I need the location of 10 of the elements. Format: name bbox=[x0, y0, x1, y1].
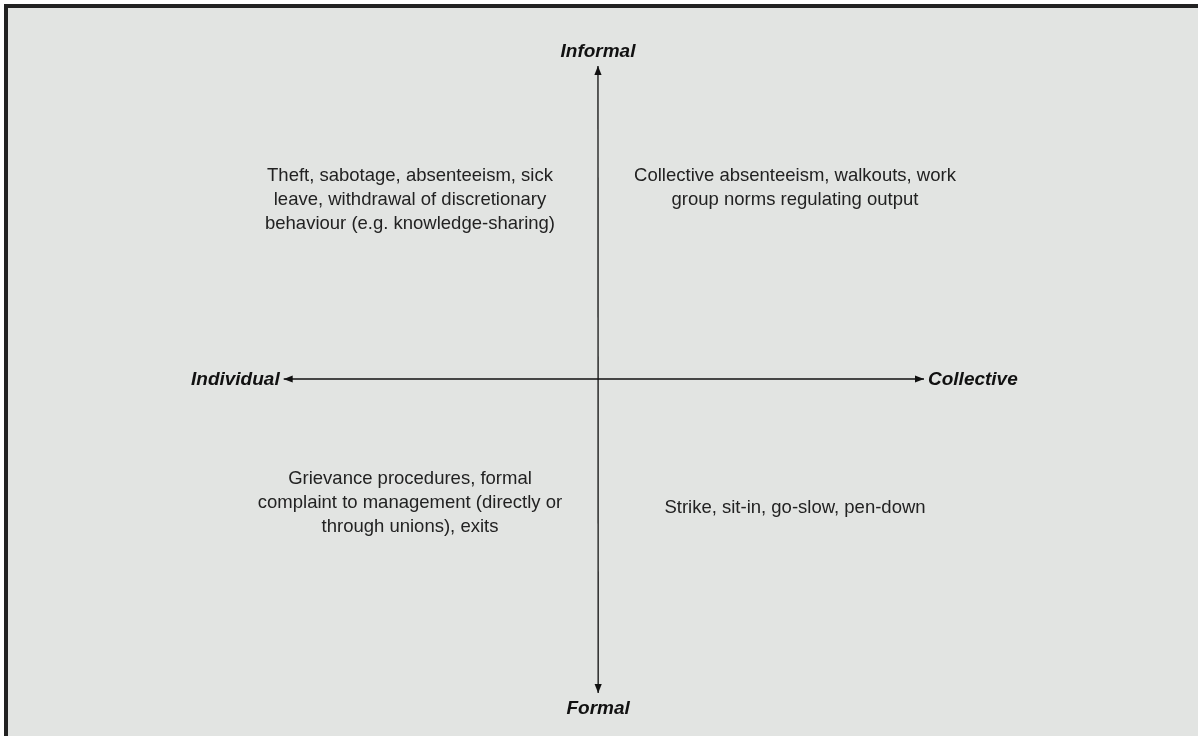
axis-label: Collective bbox=[928, 368, 1018, 390]
quadrant-text: Grievance procedures, formal complaint to management (directly or through unions), exits bbox=[256, 466, 564, 538]
axis-label: Formal bbox=[566, 697, 630, 719]
axis-label: Individual bbox=[191, 368, 280, 390]
axis-label: Informal bbox=[560, 40, 636, 62]
quadrant-text: Theft, sabotage, absenteeism, sick leave, withdrawal of discretionary behaviour (e.g. knowledge-sharing) bbox=[264, 163, 556, 235]
quadrant-text: Collective absenteeism, walkouts, work group norms regulating output bbox=[633, 163, 957, 211]
double-headed-arrow bbox=[283, 375, 925, 383]
double-headed-arrow bbox=[594, 65, 602, 694]
quadrant-text: Strike, sit-in, go-slow, pen-down bbox=[663, 495, 927, 519]
